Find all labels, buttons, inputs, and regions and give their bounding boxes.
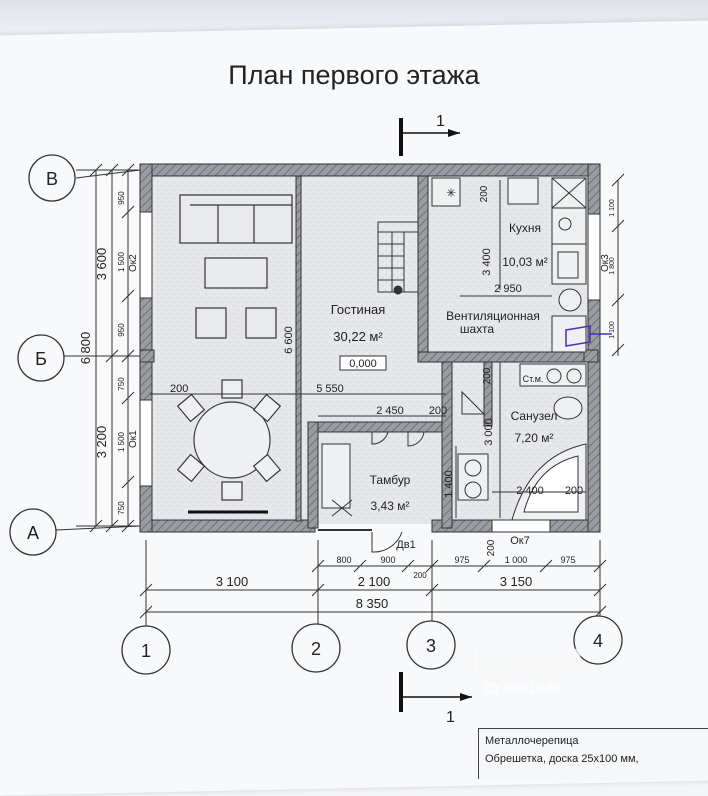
- dim-left-950b: 950: [117, 323, 126, 337]
- dim-left-950a: 950: [117, 191, 126, 205]
- dim-r-1100a: 1 100: [609, 199, 616, 217]
- dim-c-2450: 2 450: [376, 405, 404, 417]
- dim-s-2400: 2 400: [516, 485, 544, 497]
- dim-left-lower: 3 200: [94, 426, 109, 459]
- plan-title: План первого этажа: [228, 60, 480, 90]
- vent-label-2: шахта: [460, 322, 495, 336]
- axis-row-label: Б: [35, 349, 47, 369]
- title-block-line-2: Обрешетка, доска 25х100 мм,: [485, 753, 639, 765]
- dim-g-5550: 5 550: [316, 383, 344, 395]
- dim-k-200: 200: [479, 185, 490, 202]
- dim-k-3400: 3 400: [481, 248, 493, 276]
- dim-inner-6600: 6 600: [283, 326, 295, 354]
- floor-plan-drawing: План первого этажа 1 1: [9, 60, 625, 726]
- coffee-table: [204, 257, 268, 289]
- axis-col-label: 3: [426, 636, 436, 656]
- axis-col-2: 2: [291, 620, 341, 673]
- room-name-tambur: Тамбур: [370, 473, 411, 487]
- level-marker: [339, 355, 387, 371]
- dim-s-200: 200: [482, 367, 493, 384]
- window-label-ok2: Ок2: [128, 254, 139, 272]
- dim-b-200: 200: [486, 539, 497, 556]
- dim-s-200b: 200: [565, 485, 583, 497]
- axis-row-label: А: [27, 523, 39, 543]
- stove-icon: ✳: [446, 186, 456, 200]
- bottom-dimensions: [139, 540, 607, 620]
- bathroom-fixtures: [457, 363, 587, 521]
- dim-r-1100b: 1 100: [609, 321, 616, 339]
- tambur-fixtures: [321, 431, 425, 517]
- axis-col-label: 2: [311, 639, 321, 659]
- dim-b-2100: 2 100: [358, 574, 391, 589]
- dim-g-200: 200: [170, 383, 188, 395]
- axis-col-label: 1: [141, 641, 151, 661]
- dim-left-750b: 750: [117, 501, 126, 515]
- section-mark-label: 1: [436, 113, 445, 130]
- axis-row-b: Б: [17, 334, 140, 382]
- dim-t-1400: 1 400: [443, 470, 455, 498]
- windows: [139, 211, 601, 533]
- window-label-ok1: Ок1: [128, 430, 139, 448]
- right-dimensions: [611, 173, 625, 357]
- dim-b-8350: 8 350: [356, 596, 389, 611]
- dim-b-3150: 3 150: [500, 574, 533, 589]
- dim-left-upper: 3 600: [94, 248, 109, 281]
- window-label-ok3: Ок3: [600, 254, 611, 272]
- dim-c-200: 200: [429, 405, 447, 417]
- dim-r-1800: 1 800: [609, 257, 616, 275]
- title-block-line-1: Металлочерепица: [485, 735, 579, 747]
- dim-k-2950: 2 950: [494, 283, 522, 295]
- dim-left-750a: 750: [117, 377, 126, 391]
- dim-b-800: 800: [336, 555, 351, 565]
- vent-duct-mark: [565, 325, 591, 347]
- section-mark-label: 1: [446, 709, 455, 726]
- dim-b-900: 900: [380, 555, 395, 565]
- staircase: [377, 221, 419, 295]
- room-name-bathroom: Санузел: [511, 409, 558, 423]
- door-label: Дв1: [396, 539, 415, 551]
- window-label-ok7: Ок7: [510, 535, 530, 547]
- kitchen-fixtures: [431, 177, 587, 353]
- room-name-kitchen: Кухня: [509, 221, 541, 235]
- interior-dimensions: [150, 180, 586, 518]
- watermark-id: ID 8591886: [484, 680, 562, 697]
- axis-row-a: А: [9, 508, 141, 556]
- stm-label: Ст.м.: [523, 374, 544, 384]
- sofa: [179, 194, 293, 244]
- room-area-kitchen: 10,03 м²: [502, 255, 548, 269]
- section-mark-top: 1: [399, 113, 460, 156]
- dim-b-200s: 200: [413, 571, 427, 580]
- dim-b-975a: 975: [454, 555, 469, 565]
- dim-b-975b: 975: [560, 555, 575, 565]
- dim-left-1500b: 1 500: [117, 431, 126, 452]
- axis-row-v: В: [28, 154, 141, 202]
- dim-b-3100: 3 100: [216, 574, 249, 589]
- dim-s-3000: 3 000: [483, 418, 495, 446]
- level-value: 0,000: [349, 358, 377, 370]
- dim-left-total: 6 800: [78, 332, 93, 365]
- armchairs: [195, 307, 277, 339]
- entrance-door: [318, 529, 403, 553]
- room-area-living: 30,22 м²: [333, 329, 383, 344]
- room-area-tambur: 3,43 м²: [371, 499, 410, 513]
- axis-col-4: 4: [573, 612, 623, 665]
- title-block: Металлочерепица Обрешетка, доска 25х100 …: [478, 728, 708, 779]
- axis-col-label: 4: [593, 631, 603, 651]
- room-area-bathroom: 7,20 м²: [515, 431, 554, 445]
- dim-left-1500a: 1 500: [117, 251, 126, 272]
- axis-col-3: 3: [406, 620, 456, 670]
- left-dimensions: [76, 163, 140, 533]
- axis-col-1: 1: [121, 620, 171, 675]
- room-name-living: Гостиная: [331, 302, 386, 317]
- watermark-logo: ЦИАН: [470, 642, 584, 684]
- section-mark-bottom: 1: [399, 672, 472, 726]
- vent-label: Вентиляционная: [446, 309, 540, 323]
- dim-b-1000: 1 000: [505, 555, 528, 565]
- axis-row-label: В: [46, 169, 58, 189]
- dining-table: [176, 379, 282, 501]
